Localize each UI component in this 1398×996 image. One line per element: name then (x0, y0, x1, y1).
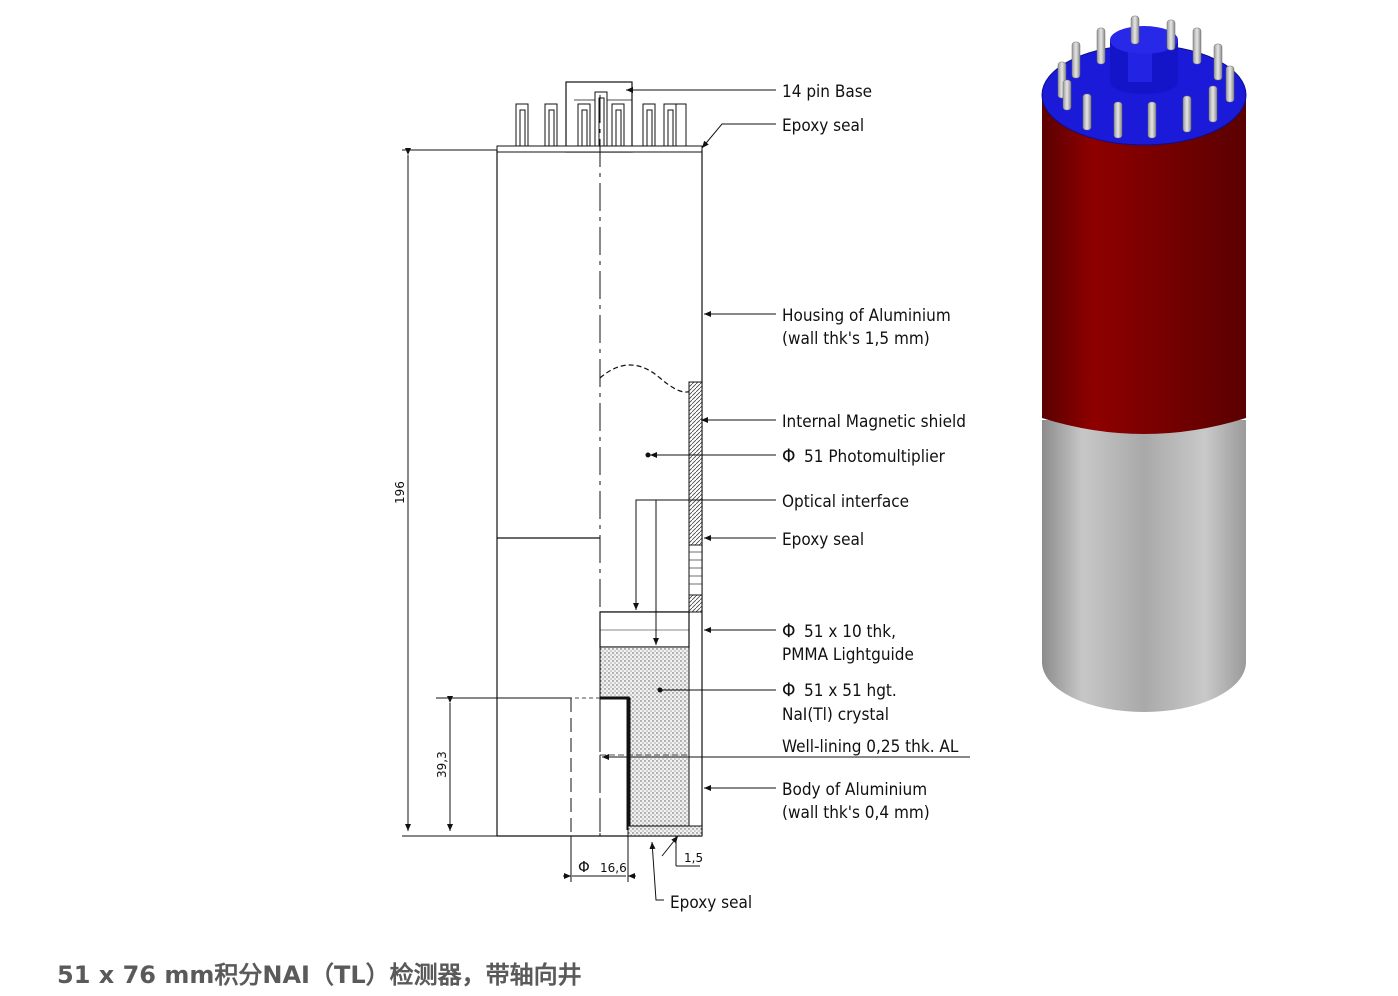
render-top-cap (1042, 45, 1246, 145)
label-epoxy-seal-mid: Epoxy seal (782, 530, 864, 550)
label-body-2: (wall thk's 0,4 mm) (782, 803, 930, 823)
figure-caption: 51 x 76 mm积分NAI（TL）检测器，带轴向井 (57, 961, 582, 989)
detector-3d-render (1041, 15, 1247, 712)
phi-symbol-3: Φ (782, 679, 795, 701)
leader-lines (602, 87, 970, 901)
dim-well-diameter: 16,6 (600, 861, 627, 875)
dim-bottom-thickness: 1,5 (684, 851, 703, 865)
nai-crystal (599, 646, 690, 827)
label-epoxy-seal-top: Epoxy seal (782, 116, 864, 136)
label-lightguide-1: 51 x 10 thk, (804, 622, 896, 642)
phi-symbol-2: Φ (782, 620, 795, 642)
lightguide (599, 611, 690, 648)
detector-cross-section (496, 81, 703, 837)
dim-well-depth: 39,3 (435, 751, 449, 778)
label-well-lining: Well-lining 0,25 thk. AL (782, 737, 959, 757)
render-lower-body (1042, 420, 1246, 712)
phi-symbol-1: Φ (782, 445, 795, 467)
dim-total-height: 196 (393, 481, 407, 504)
render-upper-body (1042, 95, 1246, 434)
render-pins (1057, 15, 1235, 139)
dimension-lines (402, 148, 700, 882)
label-lightguide-2: PMMA Lightguide (782, 645, 914, 665)
pins (515, 91, 687, 151)
label-crystal-2: NaI(Tl) crystal (782, 705, 889, 725)
drawing-labels: 14 pin Base Epoxy seal Housing of Alumin… (393, 82, 966, 913)
dim-phi-symbol: Φ (578, 858, 590, 876)
label-body-1: Body of Aluminium (782, 780, 927, 800)
label-magnetic-shield: Internal Magnetic shield (782, 412, 966, 432)
label-housing-1: Housing of Aluminium (782, 306, 951, 326)
label-photomultiplier: 51 Photomultiplier (804, 447, 946, 467)
label-pin-base: 14 pin Base (782, 82, 872, 102)
label-housing-2: (wall thk's 1,5 mm) (782, 329, 930, 349)
label-epoxy-seal-bottom: Epoxy seal (670, 893, 752, 913)
label-crystal-1: 51 x 51 hgt. (804, 681, 897, 701)
label-optical-interface: Optical interface (782, 492, 909, 512)
